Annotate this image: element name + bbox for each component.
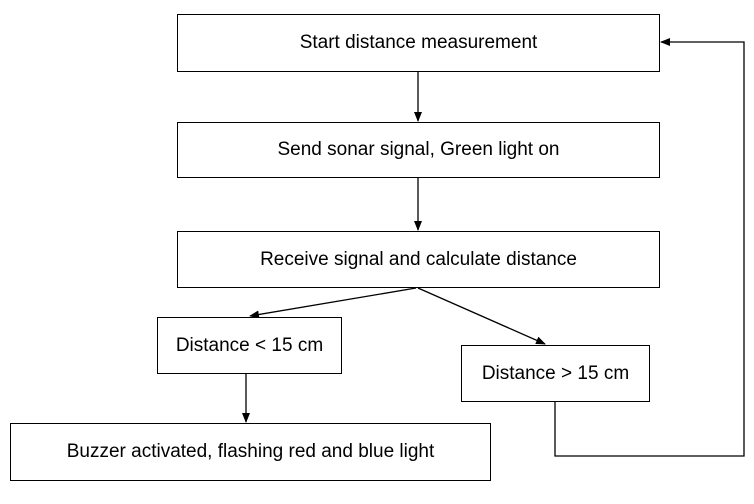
distance-greater-than-15-label: Distance > 15 cm — [481, 362, 630, 384]
receive-signal-box: Receive signal and calculate distance — [177, 231, 660, 288]
distance-greater-than-15-box: Distance > 15 cm — [461, 345, 650, 402]
start-measurement-box: Start distance measurement — [177, 14, 660, 72]
start-measurement-label: Start distance measurement — [299, 32, 538, 53]
distance-less-than-15-label: Distance < 15 cm — [175, 334, 324, 356]
loop-back-arrow-gt15-to-start — [554, 38, 745, 457]
send-sonar-label: Send sonar signal, Green light on — [277, 139, 560, 160]
buzzer-activated-box: Buzzer activated, flashing red and blue … — [10, 423, 491, 481]
arrow-receive-to-gt15 — [417, 287, 546, 345]
arrow-receive-to-lt15 — [249, 287, 417, 319]
buzzer-activated-label: Buzzer activated, flashing red and blue … — [66, 441, 435, 462]
receive-signal-label: Receive signal and calculate distance — [260, 248, 577, 270]
send-sonar-box: Send sonar signal, Green light on — [177, 122, 660, 178]
distance-less-than-15-box: Distance < 15 cm — [157, 317, 342, 374]
